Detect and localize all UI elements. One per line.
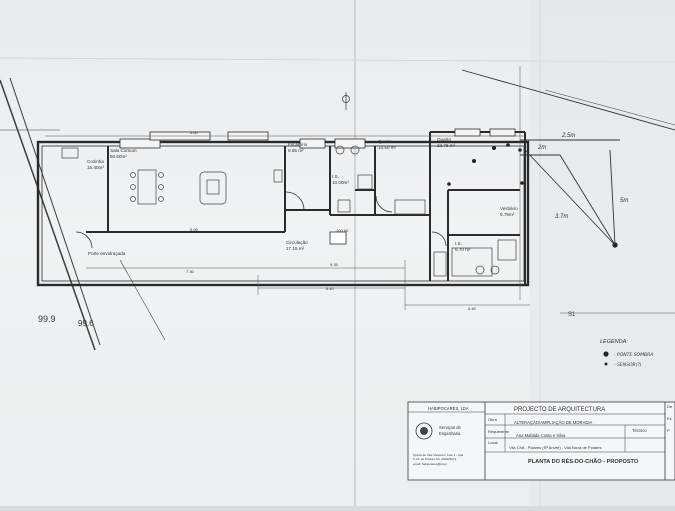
sheet-code: De (667, 404, 673, 409)
room-name-sala: Sala Comum (110, 148, 137, 153)
handwritten-measure: 2.5m (561, 133, 575, 139)
company-email: email: habipoiares@iol.pt (413, 462, 447, 466)
room-name-porte: Porte envidraçada (88, 251, 126, 256)
dimension-label: 5.60 (190, 130, 199, 135)
legend-item: - PONTE SOMBRA (614, 352, 653, 358)
room-area-is1: 10.00m² (332, 180, 349, 185)
project-title: PROJECTO DE ARQUITECTURA (514, 407, 605, 413)
room-name-cozinha: Cozinha (87, 159, 104, 164)
dimension-label: S1 (568, 312, 576, 318)
sheet-code: Es (667, 416, 672, 421)
company-address: 3, PL de Poiares Tel. 239428171 (413, 457, 457, 461)
room-name-circulacao: Circulação (286, 240, 308, 245)
room-name-vestiario: Vestiário (500, 206, 518, 211)
room-area-sala: 50.60m² (110, 154, 127, 159)
room-area-is2: 6.70 m² (455, 247, 471, 252)
obra-label: Obra (488, 417, 498, 422)
room-area-quarto1: 14.50 m² (378, 145, 397, 150)
room-name-quarto2: Quarto (437, 137, 451, 142)
tecnico-label: Técnico (632, 428, 647, 433)
handwritten-measure: 5m (620, 198, 628, 204)
company-logo-icon (415, 422, 433, 440)
dimension-label: 5.06 (190, 227, 199, 232)
handwritten-measure: 3.7m (555, 214, 568, 220)
requerente-label: Requerente (488, 429, 510, 434)
company-name: HABIPOCARES, LDA (428, 406, 469, 411)
room-area-quarto2: 22.75 m² (437, 143, 456, 148)
room-name-quarto1: Quarto (378, 139, 392, 144)
obra-value: ALTERAÇÃO/AMPLIAÇÃO DE MORADIA (514, 420, 593, 425)
dimension-label: 99.6 (78, 319, 94, 328)
dimension-label: 6.40 (326, 286, 335, 291)
legend-title: LEGENDA: (600, 339, 628, 345)
handwritten-measure: 2m (537, 145, 546, 151)
sheet-code: P (667, 428, 670, 433)
title-block: HABIPOCARES, LDA Serviços de Engenharia … (407, 401, 675, 481)
requerente-value: Ana Mafalda Costa e Silva (516, 433, 566, 438)
room-name-escritorio: Escritório (288, 142, 308, 147)
dimension-label: 100.00 (336, 228, 349, 233)
company-services: Serviços de (439, 425, 462, 430)
dimension-label: 9.35 (330, 262, 339, 267)
room-name-is2: I.S. (455, 241, 462, 246)
dimension-label: 7.30 (186, 269, 195, 274)
room-area-vestiario: 5.75m² (500, 212, 515, 217)
dimension-label: 6.40 (468, 306, 477, 311)
local-label: Local (488, 440, 498, 445)
dimension-label: 99.9 (38, 314, 56, 324)
room-area-escritorio: 9.65 m² (288, 148, 304, 153)
local-value: Vila Chã - Poiares (Sª André) - Vila Nov… (509, 445, 602, 450)
drawing-title: PLANTA DO RÉS-DO-CHÃO - PROPOSTO (528, 457, 639, 465)
room-name-is1: I.S. (332, 174, 339, 179)
company-address: Quinta de Vale Vaqueiro, Lote 1 - Apd. (413, 453, 464, 457)
company-services: Engenharia (439, 431, 461, 436)
room-area-circulacao: 17.15 m² (286, 246, 305, 251)
room-area-cozinha: 15.40m² (87, 165, 104, 170)
legend-item: - SENSOR(?) (614, 362, 642, 368)
